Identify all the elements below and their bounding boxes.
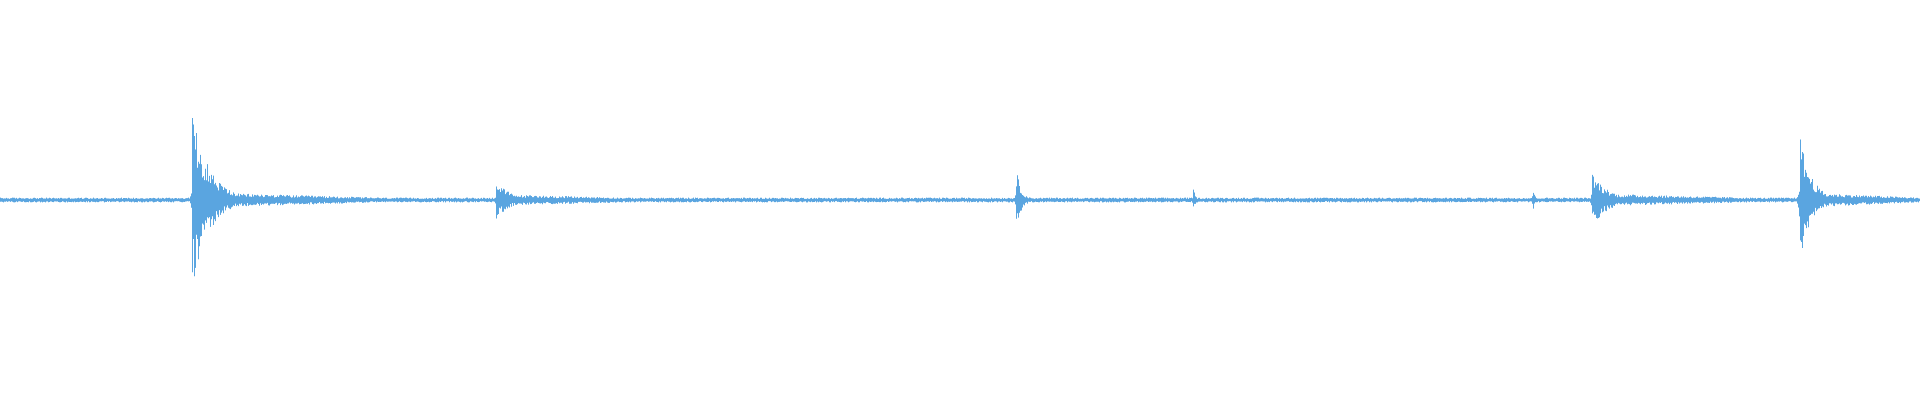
waveform-signal (0, 117, 1920, 277)
